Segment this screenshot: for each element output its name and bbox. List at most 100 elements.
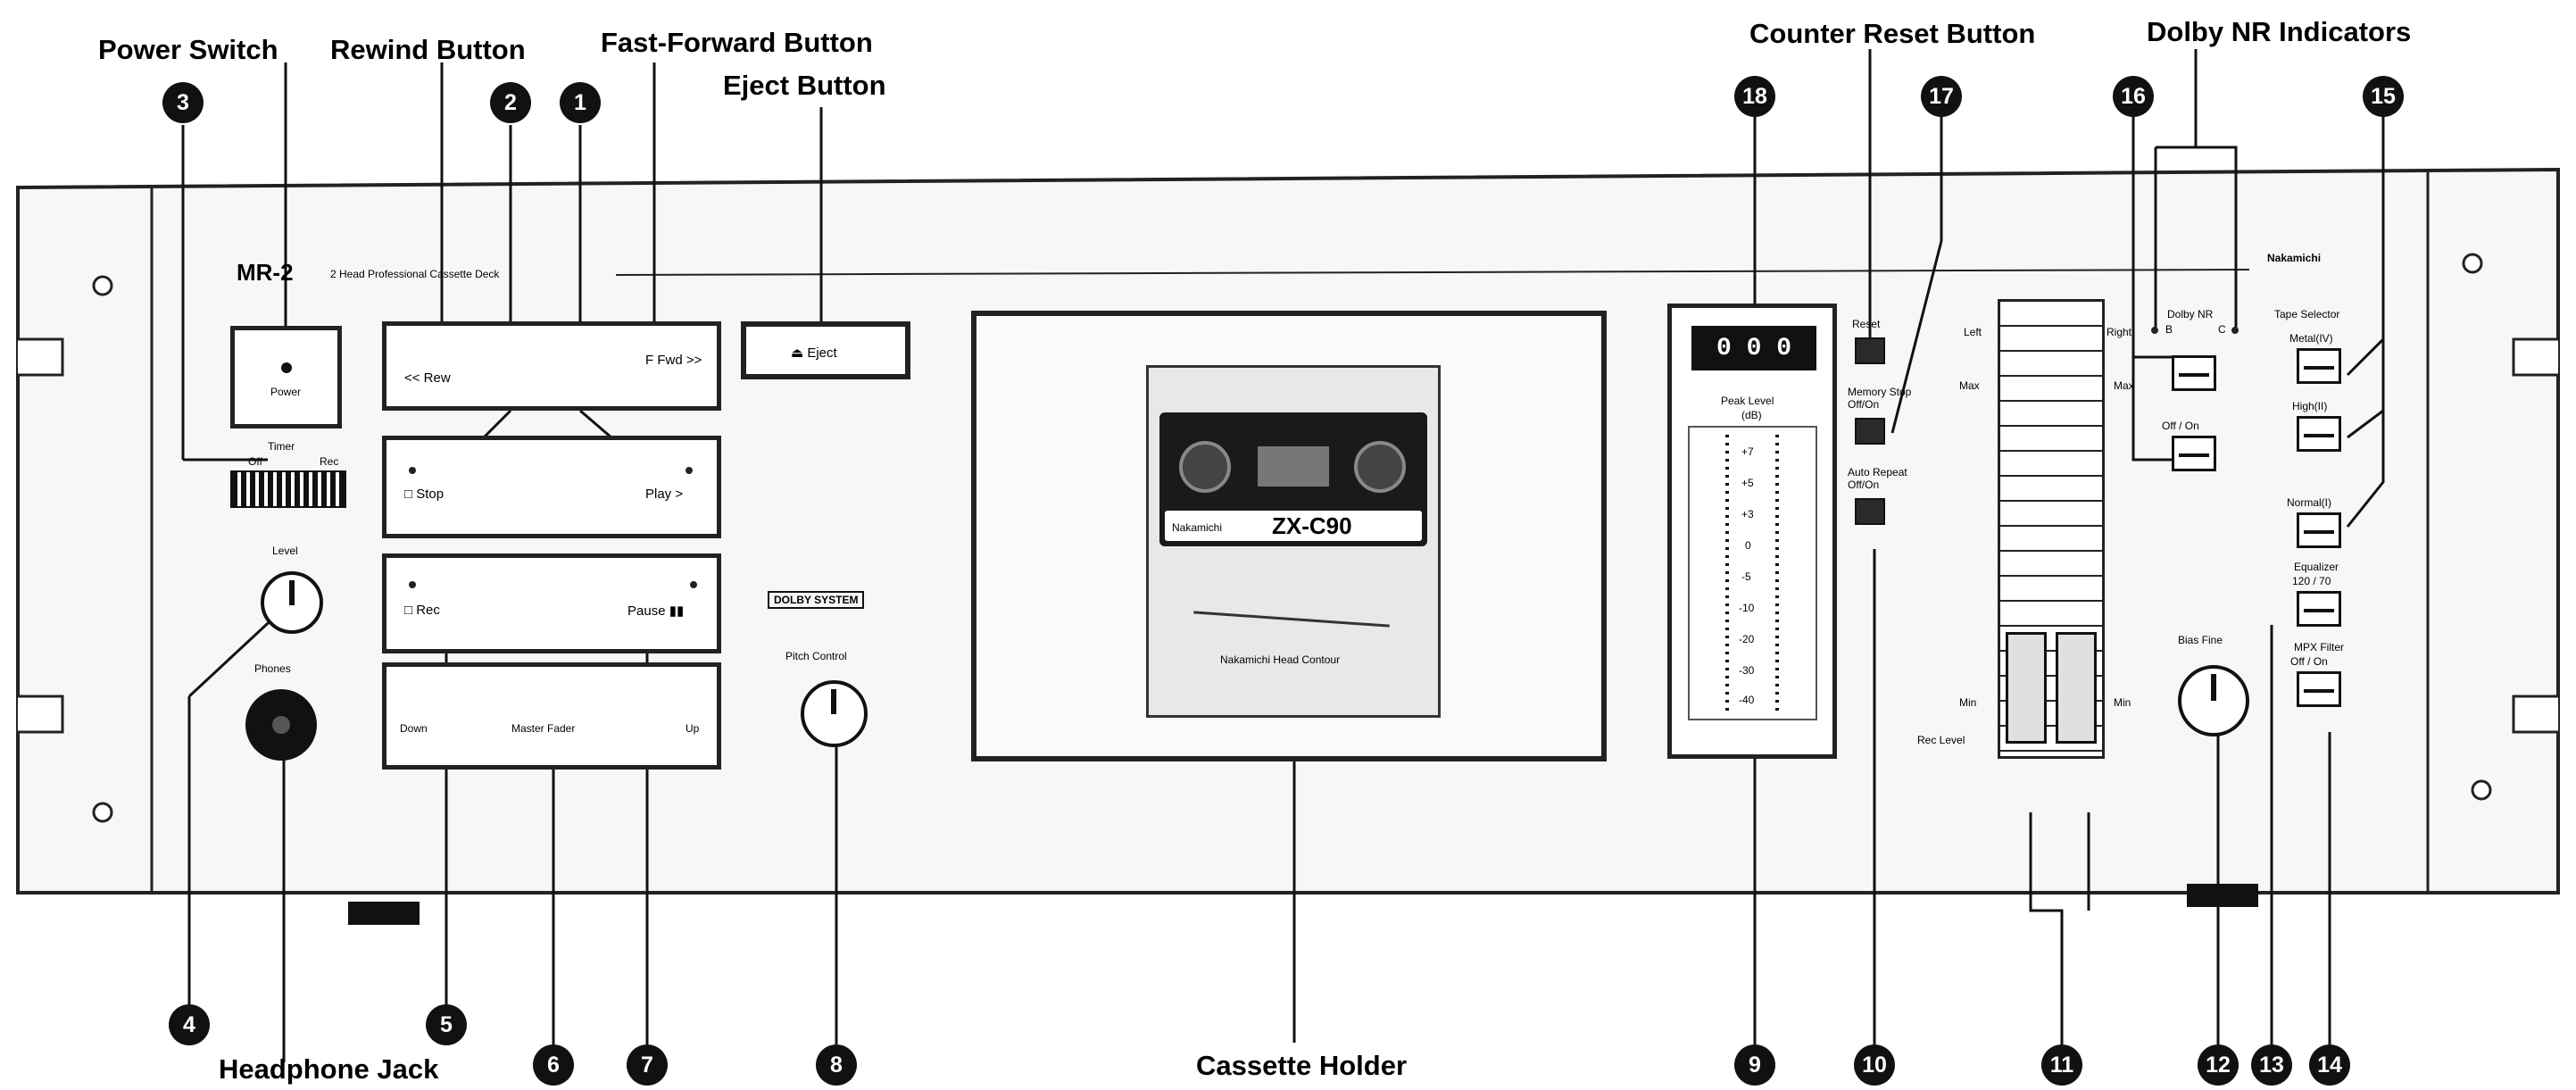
knob-pointer: [289, 580, 295, 605]
tape-metal-button[interactable]: [2297, 348, 2341, 384]
bias-fine-label: Bias Fine: [2178, 634, 2223, 646]
rec-level-fader-right[interactable]: [2056, 632, 2097, 744]
master-fader-label: Master Fader: [511, 722, 576, 735]
rec-level-label: Rec Level: [1917, 734, 1965, 746]
scale-tick: -20: [1739, 633, 1755, 645]
caption-eject-button: Eject Button: [723, 70, 886, 101]
power-label: Power: [270, 386, 302, 398]
pitch-control-label: Pitch Control: [785, 650, 847, 662]
scale-tick: +5: [1741, 477, 1754, 489]
pause-led: [690, 581, 697, 588]
marker-12: 12: [2198, 1044, 2239, 1086]
equalizer-label: Equalizer: [2294, 561, 2339, 573]
scale-tick: -5: [1741, 570, 1751, 583]
counter-reset-button[interactable]: [1855, 337, 1885, 364]
counter-meter-panel: 0 0 0 Peak Level (dB) +7 +5 +3 0 -5 -10 …: [1667, 304, 1837, 759]
pause-button[interactable]: Pause ▮▮: [627, 603, 685, 619]
marker-13: 13: [2251, 1044, 2292, 1086]
head-contour-label: Nakamichi Head Contour: [1220, 653, 1341, 666]
cassette-model: ZX-C90: [1272, 512, 1352, 539]
marker-4: 4: [169, 1004, 210, 1045]
knob-pointer: [831, 689, 836, 714]
cassette-tape: Nakamichi ZX-C90: [1159, 412, 1427, 546]
eject-label: ⏏ Eject: [791, 345, 837, 361]
peak-unit-label: (dB): [1741, 409, 1762, 421]
stop-button[interactable]: □ Stop: [404, 487, 445, 502]
rec-level-max-label-right: Max: [2114, 379, 2134, 392]
caption-dolby-nr-indicators: Dolby NR Indicators: [2147, 16, 2412, 47]
marker-8: 8: [816, 1044, 857, 1086]
dolby-c-indicator: [2231, 327, 2239, 334]
auto-repeat-label: Auto Repeat: [1848, 466, 1907, 478]
tape-counter: 0 0 0: [1691, 326, 1816, 370]
fader-down-button[interactable]: Down: [400, 722, 428, 735]
caption-rewind-button: Rewind Button: [330, 34, 526, 65]
marker-6: 6: [533, 1044, 574, 1086]
right-bottom-notch: [2512, 695, 2558, 734]
cassette-label-strip: Nakamichi ZX-C90: [1165, 511, 1422, 541]
rew-ffwd-panel: << Rew F Fwd >>: [382, 321, 721, 411]
bias-fine-knob[interactable]: [2178, 665, 2249, 736]
rec-level-fader-track: [1998, 299, 2105, 759]
dolby-offon-switch[interactable]: [2172, 436, 2216, 471]
left-bottom-notch: [18, 695, 64, 734]
stop-play-panel: □ Stop Play >: [382, 436, 721, 538]
dolby-c-label: C: [2218, 323, 2226, 336]
cassette-window: Nakamichi ZX-C90 Nakamichi Head Contour: [1146, 365, 1441, 718]
play-led: [686, 467, 693, 474]
timer-switch[interactable]: [230, 470, 346, 508]
mpx-filter-offon: Off / On: [2290, 655, 2328, 668]
left-top-notch: [18, 337, 64, 377]
eject-button[interactable]: ⏏ Eject: [741, 321, 910, 379]
level-knob[interactable]: [261, 571, 323, 634]
dolby-logo: DOLBY SYSTEM: [768, 591, 865, 609]
caption-counter-reset-button: Counter Reset Button: [1749, 18, 2036, 49]
pitch-control-knob[interactable]: [801, 680, 868, 747]
rec-level-fader-left[interactable]: [2006, 632, 2047, 744]
equalizer-switch[interactable]: [2297, 591, 2341, 627]
auto-repeat-sub: Off/On: [1848, 478, 1880, 491]
power-button[interactable]: Power: [230, 326, 342, 429]
scale-tick: 0: [1745, 539, 1751, 552]
fast-forward-button[interactable]: F Fwd >>: [645, 353, 702, 368]
play-button[interactable]: Play >: [645, 487, 684, 502]
marker-1: 1: [560, 82, 601, 123]
auto-repeat-button[interactable]: [1855, 498, 1885, 525]
marker-3: 3: [162, 82, 204, 123]
mpx-filter-switch[interactable]: [2297, 671, 2341, 707]
scale-tick: -40: [1739, 694, 1755, 706]
rec-button[interactable]: □ Rec: [404, 603, 440, 618]
memory-stop-button[interactable]: [1855, 418, 1885, 445]
caption-fast-forward-button: Fast-Forward Button: [601, 27, 873, 58]
scale-tick: -10: [1739, 602, 1755, 614]
cassette-reel-left: [1179, 441, 1231, 493]
rack-hole: [92, 802, 113, 823]
headphone-jack[interactable]: [245, 689, 317, 761]
left-channel-label: Left: [1964, 326, 1982, 338]
tape-high-button[interactable]: [2297, 416, 2341, 452]
tape-normal-button[interactable]: [2297, 512, 2341, 548]
meter-bar-left: [1725, 435, 1729, 716]
tape-selector-label: Tape Selector: [2274, 308, 2340, 320]
right-foot: [2187, 884, 2258, 907]
fader-up-button[interactable]: Up: [686, 722, 700, 735]
marker-5: 5: [426, 1004, 467, 1045]
marker-7: 7: [627, 1044, 668, 1086]
phones-label: Phones: [254, 662, 291, 675]
master-fader-panel: Down Master Fader Up: [382, 662, 721, 770]
right-top-notch: [2512, 337, 2558, 377]
brand-logo-text: Nakamichi: [2267, 252, 2322, 264]
dolby-offon-label: Off / On: [2162, 420, 2199, 432]
marker-17: 17: [1921, 76, 1962, 117]
marker-10: 10: [1854, 1044, 1895, 1086]
dolby-bc-switch[interactable]: [2172, 355, 2216, 391]
rewind-button[interactable]: << Rew: [404, 370, 451, 386]
timer-label: Timer: [268, 440, 295, 453]
cassette-brand: Nakamichi: [1172, 521, 1223, 534]
stop-led: [409, 467, 416, 474]
rack-hole: [2462, 253, 2483, 274]
rack-hole: [2471, 779, 2492, 801]
cassette-holder[interactable]: Nakamichi ZX-C90 Nakamichi Head Contour: [971, 311, 1607, 761]
meter-bar-right: [1775, 435, 1779, 716]
